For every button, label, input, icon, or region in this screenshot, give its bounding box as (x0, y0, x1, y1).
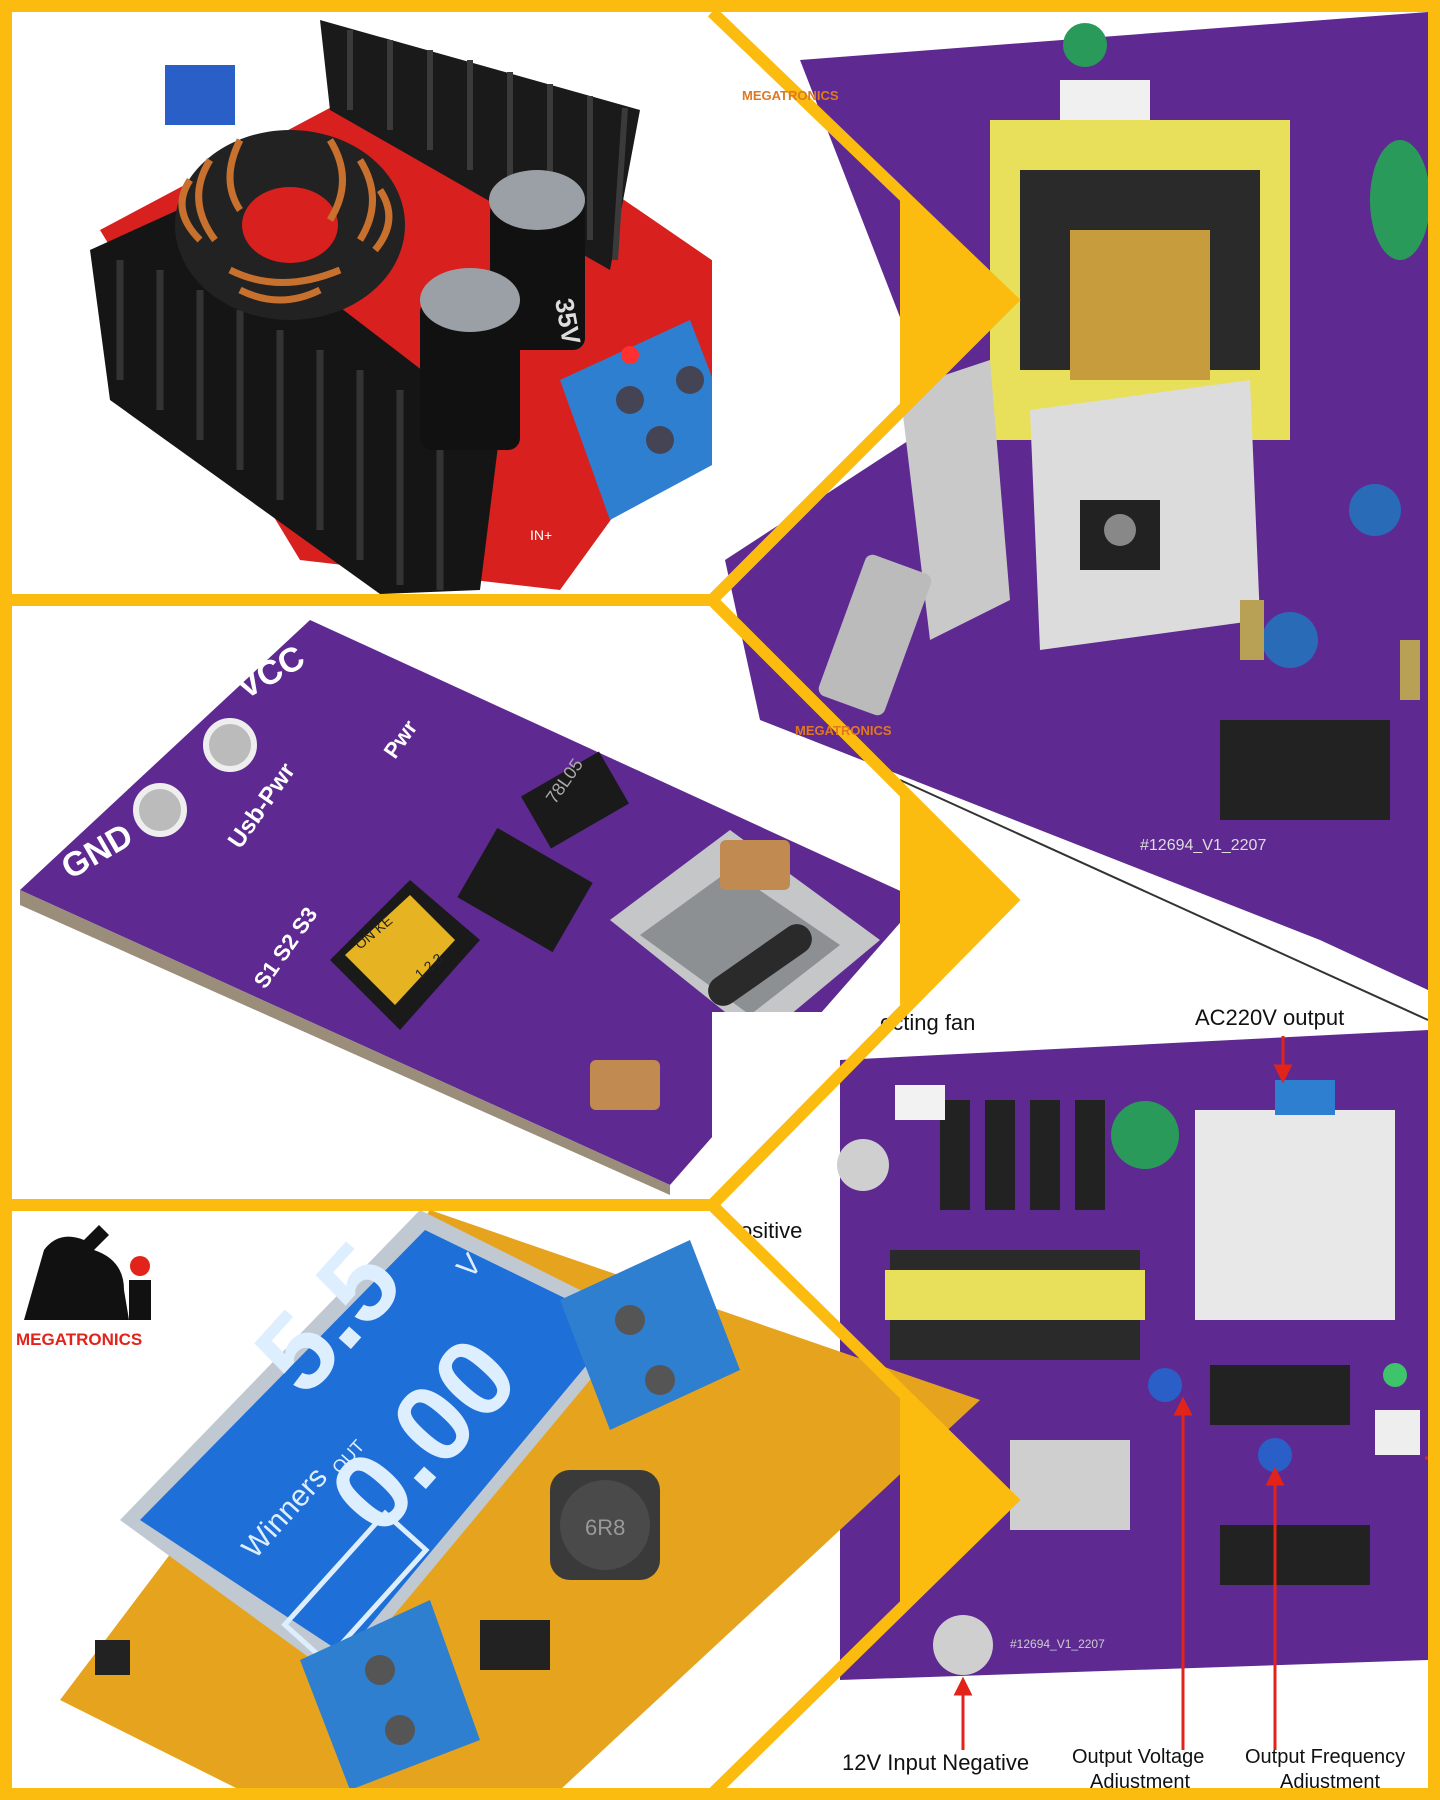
tantalum-cap-2 (590, 1060, 660, 1110)
battery-icon (281, 1509, 430, 1666)
led-indicator (621, 346, 639, 364)
ic-chip (1220, 720, 1390, 820)
bull-logo-icon (24, 1225, 151, 1320)
usb-c-module-photo: VCC GND Usb-Pwr Pwr S1 S2 S3 78L05 ON KE… (12, 612, 920, 1195)
megatronics-logo: MEGATRONICS (16, 1225, 151, 1349)
fan-header (895, 1085, 945, 1120)
side-connector (1375, 1410, 1420, 1455)
ic-1 (1210, 1365, 1350, 1425)
terminals (300, 1240, 740, 1790)
svg-text:6R8: 6R8 (585, 1515, 625, 1540)
power-inductor: 6R8 (550, 1470, 660, 1580)
voltage-pot (1148, 1368, 1182, 1402)
lcd-buck-module-photo: 5.5 V 0.00 A OUT Winners 6R8 (12, 1208, 980, 1790)
regulator-chip (521, 751, 629, 849)
screw-terminal (560, 320, 740, 520)
board-id-top: #12694_V1_2207 (1140, 837, 1266, 854)
callout-ac-output: AC220V output (1195, 1005, 1344, 1030)
svg-text:MEGATRONICS: MEGATRONICS (742, 88, 839, 103)
bolt-terminal (818, 554, 932, 716)
callout-arrows (953, 1036, 1428, 1750)
lcd-display: 5.5 V 0.00 A OUT Winners (120, 1210, 640, 1680)
diode-row (940, 1100, 1105, 1210)
divider-line (899, 779, 1429, 1021)
frequency-pot (1258, 1438, 1292, 1472)
dip-switch: ON KE 1 2 3 (330, 880, 480, 1030)
heatsink-2 (1010, 1440, 1130, 1530)
mounting-pads (133, 718, 257, 837)
board-id-bottom: #12694_V1_2207 (1010, 1637, 1105, 1651)
ic-2 (1220, 1525, 1370, 1585)
chevron-arrows (900, 195, 1018, 1605)
ac-terminal (1275, 1080, 1335, 1115)
main-ic (457, 827, 593, 953)
toroid-inductor (175, 130, 405, 320)
yellow-pcb (60, 1210, 980, 1790)
tantalum-cap-1 (720, 840, 790, 890)
usb-c-connector (610, 830, 880, 1040)
push-button (95, 1640, 130, 1675)
callout-freq-line1: Output Frequency (1245, 1746, 1405, 1768)
callout-voltage-line1: Output Voltage (1072, 1746, 1204, 1768)
megatronics-mini-logo-2: MEGATRONICS (795, 723, 892, 738)
trimmer-pot (165, 65, 235, 125)
positive-bolt (837, 1139, 889, 1191)
callout-negative: 12V Input Negative (842, 1750, 1029, 1775)
boost-converter-photo: 35V IN+ (12, 12, 770, 594)
negative-bolt (933, 1615, 993, 1675)
label-in-plus: IN+ (530, 527, 552, 543)
callout-voltage-line2: Adjustment (1090, 1771, 1190, 1793)
brand-name: MEGATRONICS (16, 1330, 142, 1349)
svg-text:MEGATRONICS: MEGATRONICS (795, 723, 892, 738)
electrolytic-capacitors: 35V (420, 170, 587, 450)
heatsink-plate (1195, 1110, 1395, 1320)
big-capacitor (1111, 1101, 1179, 1169)
small-components (1240, 484, 1420, 700)
fan-connector (1060, 80, 1150, 120)
megatronics-mini-logo-1: MEGATRONICS (742, 88, 839, 103)
callout-freq-line2: Adjustment (1280, 1771, 1380, 1793)
aluminum-heatsinks (900, 360, 1260, 650)
led-green (1383, 1363, 1407, 1387)
buck-ic (480, 1620, 550, 1670)
capacitor-green (1063, 23, 1107, 67)
